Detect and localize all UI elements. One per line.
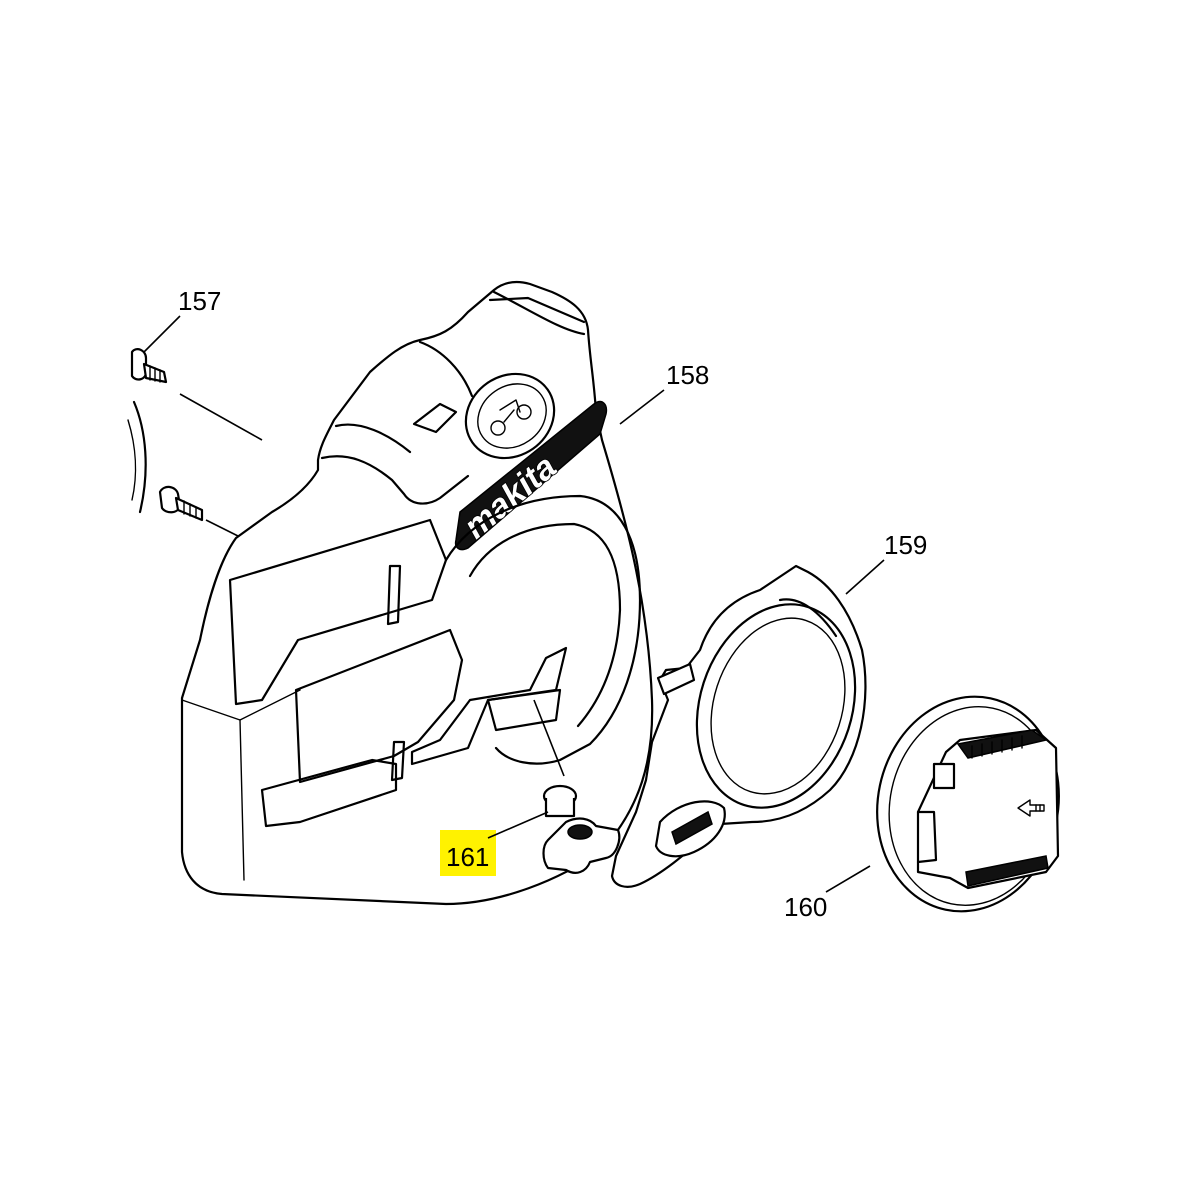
partial-body-edge xyxy=(132,400,147,514)
assembly-line-157-upper xyxy=(179,393,263,441)
screw-upper xyxy=(130,348,168,384)
label-157: 157 xyxy=(178,286,221,316)
arrow-left-icon xyxy=(1017,799,1045,817)
knob-shaft xyxy=(544,798,576,818)
cover-slot-upper xyxy=(386,564,402,626)
leader-158 xyxy=(619,389,665,425)
leader-159 xyxy=(845,559,885,595)
label-161-highlight xyxy=(440,830,496,876)
cover-side-line xyxy=(239,719,245,881)
cover-panel-lower xyxy=(260,758,398,828)
assembly-line-157-lower xyxy=(205,519,239,537)
cap-ribs-bottom xyxy=(965,855,1049,887)
cover-notch xyxy=(412,402,458,434)
plate-pin xyxy=(656,662,696,696)
screw-lower xyxy=(158,485,204,522)
cover-ridge-2 xyxy=(334,423,412,454)
plate-ring-inner xyxy=(710,617,846,795)
leader-161 xyxy=(487,811,549,839)
cover-top-edge xyxy=(492,290,586,336)
assembly-line-161 xyxy=(533,699,565,777)
cap-tab xyxy=(932,762,956,790)
leader-160 xyxy=(825,865,871,893)
cap-latch xyxy=(916,810,938,864)
cover-top-edge-2 xyxy=(488,296,586,324)
part-158-chain-cover: makita 158 xyxy=(180,280,709,906)
partial-body-edge-inner xyxy=(127,419,137,501)
leader-157 xyxy=(143,315,181,353)
knob-wing xyxy=(542,817,621,874)
cover-panel-upper xyxy=(228,518,448,706)
cover-outline xyxy=(180,280,654,906)
part-160-cap: 160 xyxy=(784,695,1060,922)
cover-boss-inner xyxy=(477,383,547,449)
knob-center xyxy=(567,824,593,840)
cover-recess-frame xyxy=(410,646,568,766)
cap-ribs-lines xyxy=(971,735,1023,759)
cover-window-outer xyxy=(444,494,642,765)
cover-slot-lower xyxy=(390,740,406,782)
cover-ridge xyxy=(320,455,470,505)
label-160: 160 xyxy=(784,892,827,922)
plate-slot-hole xyxy=(671,810,713,846)
cover-panel-middle xyxy=(294,628,464,784)
cover-upper-curve xyxy=(418,340,474,398)
cover-boss xyxy=(464,372,556,460)
label-161: 161 xyxy=(446,842,489,872)
plate-rim xyxy=(778,598,838,638)
label-158: 158 xyxy=(666,360,709,390)
part-157-screws: 157 xyxy=(127,286,263,537)
label-159: 159 xyxy=(884,530,927,560)
cover-window-inner xyxy=(468,522,622,728)
part-161-knob: 161 xyxy=(440,699,621,876)
chain-direction-icon xyxy=(490,399,532,436)
part-159-guide-plate: 159 xyxy=(610,530,927,888)
